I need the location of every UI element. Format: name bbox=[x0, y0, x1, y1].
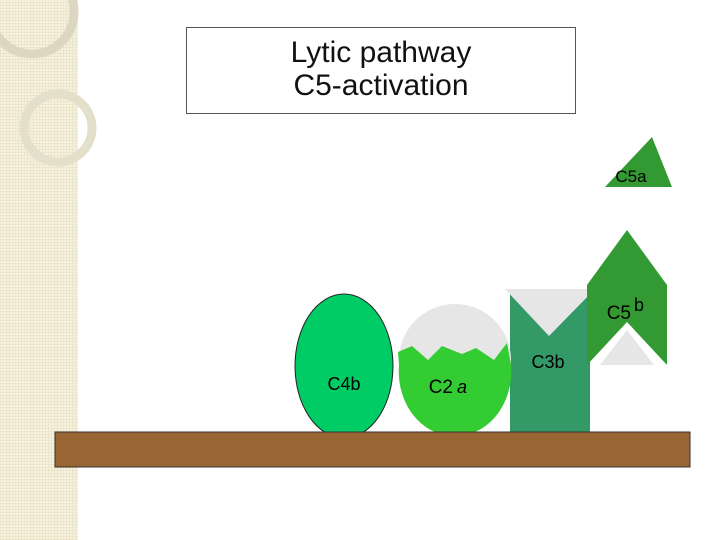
c3b-notch bbox=[505, 289, 595, 336]
c2a-label-main: C2 bbox=[429, 377, 453, 398]
c5a-label: C5a bbox=[615, 167, 647, 186]
c2a-cup bbox=[398, 343, 512, 436]
c3b-block bbox=[510, 290, 590, 432]
ring-bottom bbox=[19, 89, 97, 167]
title-box: Lytic pathway C5-activation bbox=[186, 27, 576, 114]
c3b-label: C3b bbox=[531, 352, 564, 372]
c4b-label: C4b bbox=[327, 374, 360, 394]
c5b-notch bbox=[600, 330, 654, 365]
c5b-label: C5 bbox=[607, 303, 631, 324]
membrane-bar bbox=[54, 431, 691, 468]
decorative-side-strip bbox=[0, 0, 78, 540]
c4b-oval bbox=[294, 293, 394, 439]
c5b-label-main: C5 bbox=[607, 303, 631, 324]
title-line-1: Lytic pathway bbox=[290, 36, 472, 69]
c5b-label-sub: b bbox=[634, 295, 644, 315]
c2a-label-sub: a bbox=[457, 377, 467, 397]
c5b-fragment bbox=[587, 230, 667, 365]
c5a-fragment bbox=[605, 137, 672, 187]
decorative-rings bbox=[0, 0, 97, 167]
ring-top bbox=[0, 0, 79, 59]
title-line-2: C5-activation bbox=[293, 69, 469, 102]
